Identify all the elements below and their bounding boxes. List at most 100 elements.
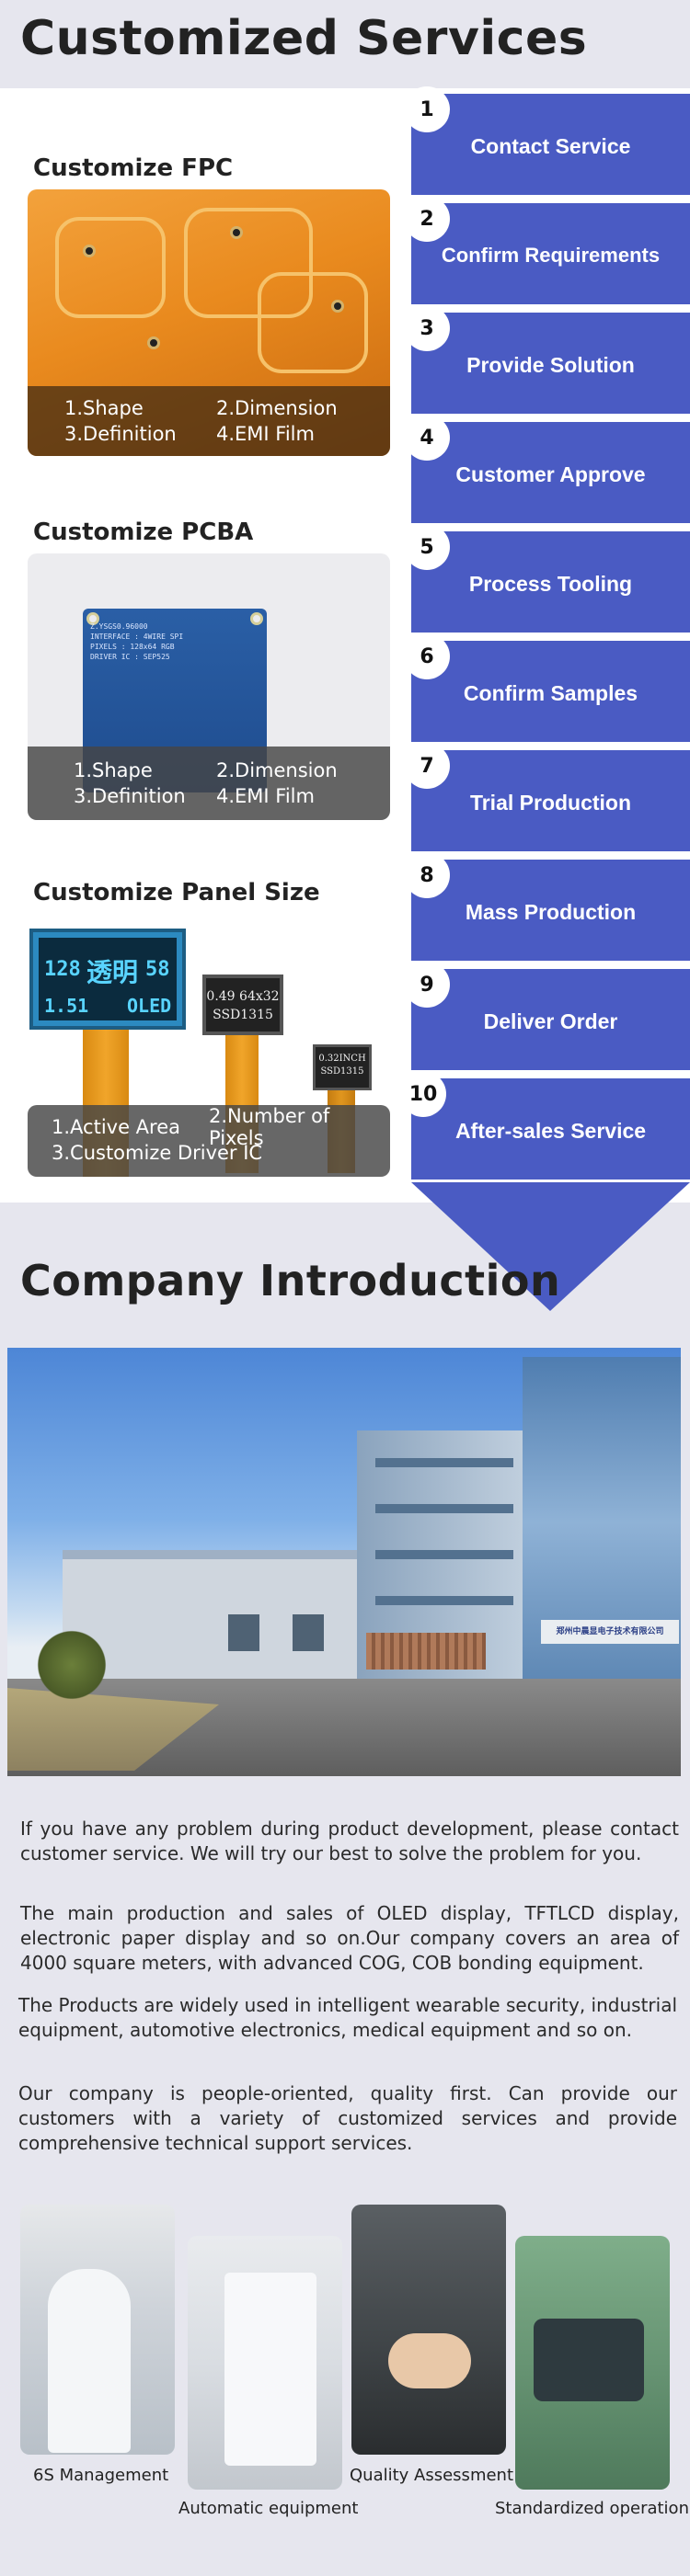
pcba-feature: 3.Definition (74, 785, 186, 807)
work-tray (534, 2319, 644, 2401)
company-title: Company Introduction (20, 1256, 561, 1305)
window-row (375, 1596, 513, 1605)
gallery-caption: Quality Assessment (350, 2466, 514, 2485)
gallery-caption: Standardized operation (495, 2499, 689, 2518)
step-number: 10 (400, 1071, 446, 1117)
step-label: Confirm Requirements (441, 244, 661, 267)
worker-figure (48, 2269, 131, 2453)
fpc-feature: 2.Dimension (216, 397, 338, 419)
window-row (375, 1504, 513, 1513)
step-confirm-requirements: 2 Confirm Requirements (404, 196, 690, 304)
step-customer-approve: 4 Customer Approve (404, 415, 690, 523)
panel-size-feature-overlay: 1.Active Area 2.Number of Pixels 3.Custom… (28, 1105, 390, 1177)
oled-text: SSD1315 (320, 1066, 364, 1077)
pcba-feature: 4.EMI Film (216, 785, 315, 807)
silk-line: PIXELS : 128x64 RGB (90, 643, 175, 651)
panel-size-title: Customize Panel Size (33, 879, 320, 906)
fpc-pad (331, 300, 344, 313)
step-contact-service: 1 Contact Service (404, 86, 690, 195)
step-number: 8 (404, 852, 450, 898)
silk-line: DRIVER IC : SEP525 (90, 653, 170, 661)
pcba-image: Z.YSGS0.96000 INTERFACE : 4WIRE SPI PIXE… (28, 553, 390, 820)
fpc-pad (230, 226, 243, 239)
panel-feature: 2.Number of Pixels (209, 1105, 330, 1149)
pcba-feature: 1.Shape (74, 759, 153, 781)
fpc-trace (258, 272, 368, 373)
silk-line: Z.YSGS0.96000 (90, 622, 148, 631)
oled-text: 0.32INCH (318, 1054, 366, 1064)
pcba-feature: 2.Dimension (216, 759, 338, 781)
fpc-feature: 3.Definition (64, 423, 177, 445)
fpc-image: 1.Shape 2.Dimension 3.Definition 4.EMI Fil… (28, 189, 390, 456)
panel-feature: 3.Customize Driver IC (52, 1142, 263, 1164)
panel-feature: 1.Active Area (52, 1116, 180, 1138)
step-confirm-samples: 6 Confirm Samples (404, 633, 690, 742)
fpc-pad (83, 245, 96, 257)
oled-text: SSD1315 (213, 1008, 273, 1022)
pcba-title: Customize PCBA (33, 519, 254, 546)
machine-figure (224, 2273, 316, 2466)
step-label: Contact Service (470, 134, 631, 158)
fpc-feature: 1.Shape (64, 397, 144, 419)
step-label: Customer Approve (455, 462, 646, 486)
step-label: Deliver Order (483, 1009, 618, 1033)
pcba-silkscreen: Z.YSGS0.96000 INTERFACE : 4WIRE SPI PIXE… (90, 621, 183, 662)
intro-paragraph: If you have any problem during product d… (20, 1818, 679, 1864)
step-number: 5 (404, 524, 450, 570)
gallery-6s-management (20, 2205, 175, 2455)
panel-size-features: 1.Active Area 2.Number of Pixels 3.Custom… (28, 1105, 390, 1177)
window (293, 1614, 324, 1651)
services-header: Customized Services (0, 0, 690, 88)
low-building (63, 1550, 366, 1688)
silk-line: INTERFACE : 4WIRE SPI (90, 633, 184, 641)
gallery-caption: Automatic equipment (178, 2499, 359, 2518)
gallery-caption: 6S Management (33, 2466, 169, 2485)
step-label: Confirm Samples (463, 681, 638, 705)
oled-large: 128 透明 58 1.51 OLED (29, 929, 186, 1030)
oled-text: 128 (44, 958, 81, 981)
fpc-trace (55, 217, 166, 318)
step-mass-production: 8 Mass Production (404, 852, 690, 961)
gallery-quality-assessment (351, 2205, 506, 2455)
gallery-automatic-equipment (188, 2236, 342, 2490)
fpc-trace (184, 208, 313, 318)
step-provide-solution: 3 Provide Solution (404, 305, 690, 414)
oled-text: 1.51 (44, 995, 89, 1017)
step-label: After-sales Service (454, 1119, 647, 1143)
window-row (375, 1458, 513, 1467)
oled-text: OLED (127, 995, 172, 1017)
company-building-photo: 郑州中晨显电子技术有限公司 (7, 1348, 681, 1776)
services-panel: Customize FPC 1.Shape 2.Dimension 3.Defin… (0, 86, 690, 1203)
intro-paragraph: The main production and sales of OLED di… (20, 1902, 679, 1974)
fpc-pad (147, 336, 160, 349)
fpc-title: Customize FPC (33, 154, 234, 182)
services-title: Customized Services (20, 11, 588, 66)
step-number: 4 (404, 415, 450, 461)
oled-text: 58 (145, 958, 170, 981)
step-number: 2 (404, 196, 450, 242)
step-number: 9 (404, 962, 450, 1008)
step-process-tooling: 5 Process Tooling (404, 524, 690, 633)
hand-figure (388, 2333, 471, 2388)
fpc-feature: 4.EMI Film (216, 423, 315, 445)
oled-small: 0.32INCH SSD1315 (313, 1044, 372, 1090)
step-label: Process Tooling (468, 572, 633, 596)
window (228, 1614, 259, 1651)
step-number: 6 (404, 633, 450, 679)
step-label: Mass Production (465, 900, 637, 924)
step-number: 1 (404, 86, 450, 132)
window-row (375, 1550, 513, 1559)
mount-hole (86, 612, 99, 625)
oled-text: 透明 (86, 957, 139, 987)
pcba-feature-overlay: 1.Shape 2.Dimension 3.Definition 4.EMI Fil… (28, 747, 390, 820)
oled-text: 0.49 64x32 (206, 989, 280, 1004)
fpc-feature-overlay: 1.Shape 2.Dimension 3.Definition 4.EMI Fil… (28, 386, 390, 456)
step-number: 7 (404, 743, 450, 789)
flow-down-arrow (411, 1182, 690, 1311)
step-after-sales-service: 10 After-sales Service (400, 1071, 690, 1180)
gallery-standardized-operation (515, 2236, 670, 2490)
oled-medium: 0.49 64x32 SSD1315 (202, 975, 283, 1035)
step-number: 3 (404, 305, 450, 351)
step-label: Trial Production (469, 791, 632, 815)
tree (35, 1624, 109, 1706)
